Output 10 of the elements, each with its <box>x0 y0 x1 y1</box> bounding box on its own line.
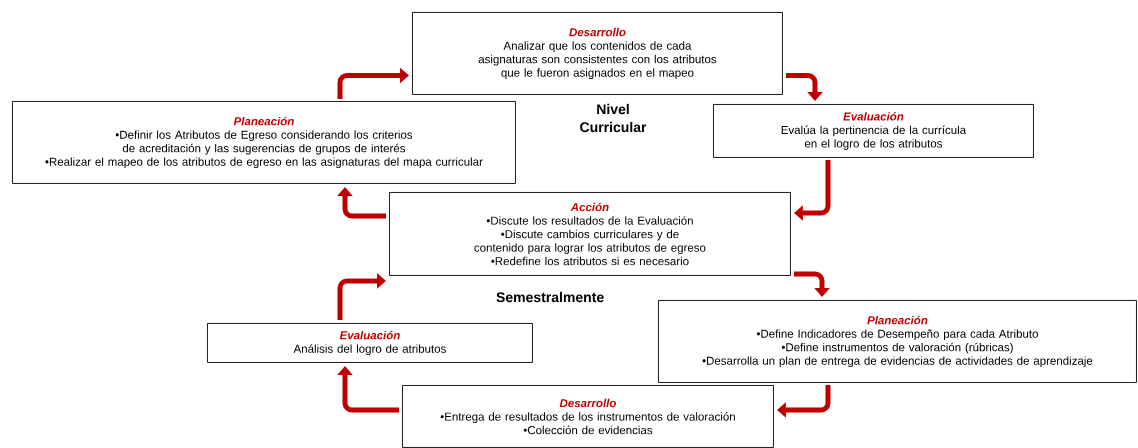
arrow <box>785 72 823 101</box>
heading: Semestralmente <box>496 291 604 303</box>
process-box: Desarrollo •Entrega de resultados de los instrumentos de valoración •Colección de evidencias <box>402 385 774 448</box>
process-box: Acción •Discute los resultados de la Evaluación •Discute cambios curriculares y de contenido para lograr los atributos de egreso •Redefine los atributos si es necesario <box>389 192 791 276</box>
process-box: Planeación •Definir los Atributos de Egreso considerando los criterios de acreditación y las sugerencias de grupos de interés •Realizar el mapeo de los atributos de egreso en las asignaturas del mapa curricular <box>12 101 516 184</box>
process-box: Planeación •Define Indicadores de Desempeño para cada Atributo •Define instrumentos de valoración (rúbricas) •Desarrolla un plan de entrega de evidencias de actividades de aprendizaje <box>658 300 1137 383</box>
arrow <box>337 273 386 320</box>
process-box: Desarrollo Analizar que los contenidos de cada asignaturas son consistentes con los atributos que le fueron asignados en el mapeo <box>412 12 783 95</box>
process-box: Evaluación Evalúa la pertinencia de la currícula en el logro de los atributos <box>713 104 1034 158</box>
process-box: Evaluación Análisis del logro de atributos <box>207 323 533 363</box>
